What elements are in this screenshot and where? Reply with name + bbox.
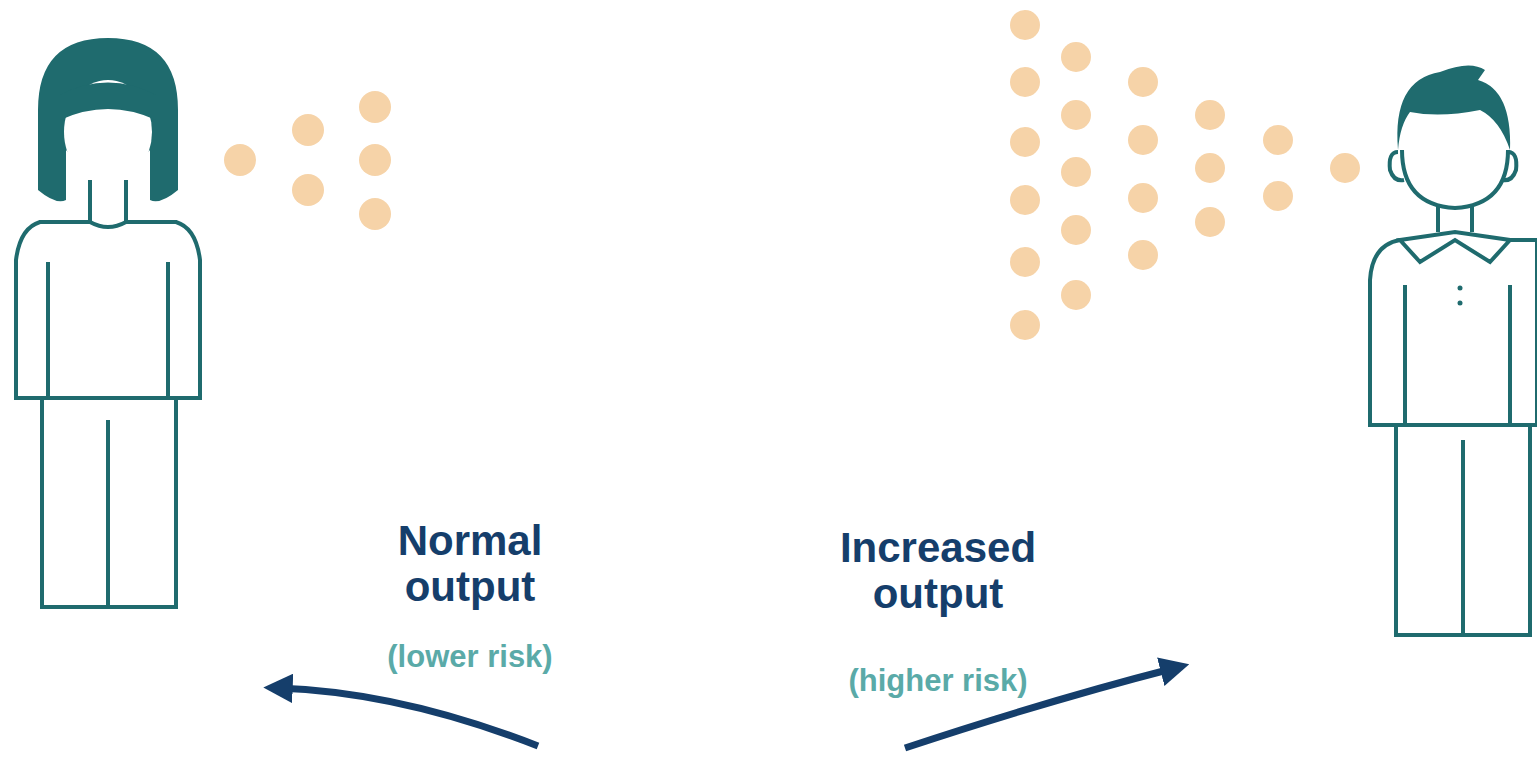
risk-label: (higher risk) [818,664,1058,698]
droplets [224,10,1360,340]
output-label: Normal output [360,518,580,610]
output-label: Increased output [818,525,1058,617]
curved-arrow [278,688,538,746]
risk-label: (lower risk) [360,640,580,674]
man-figure [1370,65,1537,635]
woman-figure [16,38,200,607]
